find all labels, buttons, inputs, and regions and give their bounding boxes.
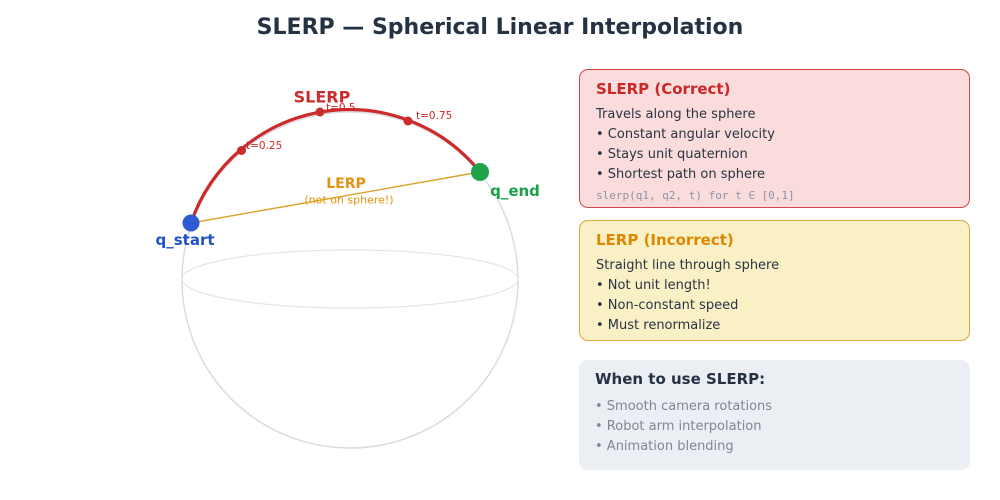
slerp-panel-intro: Travels along the sphere <box>596 107 756 122</box>
usage-panel-title: When to use SLERP: <box>595 370 766 388</box>
slerp-panel-bullet: • Constant angular velocity <box>596 127 775 142</box>
sphere-outline <box>181 111 519 449</box>
slerp-correct-panel: SLERP (Correct) Travels along the sphere… <box>579 69 970 208</box>
slerp-curve-label: SLERP <box>293 87 351 107</box>
lerp-panel-bullet: • Not unit length! <box>596 278 711 293</box>
usage-panel-bullet: • Smooth camera rotations <box>595 399 773 414</box>
slerp-code-snippet: slerp(q1, q2, t) for t ∈ [0,1] <box>596 189 795 202</box>
slerp-panel-bullet: • Shortest path on sphere <box>596 167 766 182</box>
t-marker-05 <box>315 107 325 117</box>
lerp-line <box>190 171 481 224</box>
slerp-panel-bullet: • Stays unit quaternion <box>596 147 748 162</box>
usage-panel-bullet: • Robot arm interpolation <box>595 419 762 434</box>
t-label-05: t=0.5 <box>326 102 356 114</box>
t-marker-025 <box>237 146 246 155</box>
q-start-point <box>182 214 200 232</box>
t-label-075: t=0.75 <box>416 110 453 122</box>
lerp-panel-bullet: • Non-constant speed <box>596 298 739 313</box>
q-end-point <box>471 163 489 181</box>
lerp-incorrect-panel: LERP (Incorrect) Straight line through s… <box>579 220 970 341</box>
lerp-panel-bullet: • Must renormalize <box>596 318 721 333</box>
page-title: SLERP — Spherical Linear Interpolation <box>256 15 744 40</box>
q-end-label: q_end <box>490 182 540 200</box>
t-marker-075 <box>403 116 413 126</box>
lerp-note-label: (not on sphere!) <box>304 193 394 207</box>
lerp-line-label: LERP <box>326 176 366 192</box>
slerp-panel-title: SLERP (Correct) <box>596 80 731 98</box>
usage-panel-bullet: • Animation blending <box>595 439 734 454</box>
q-start-label: q_start <box>155 231 215 249</box>
lerp-panel-intro: Straight line through sphere <box>596 258 780 273</box>
usage-panel: When to use SLERP: • Smooth camera rotat… <box>579 360 970 470</box>
t-label-025: t=0.25 <box>246 140 283 152</box>
equator-ellipse <box>181 249 519 309</box>
lerp-panel-title: LERP (Incorrect) <box>596 231 734 249</box>
